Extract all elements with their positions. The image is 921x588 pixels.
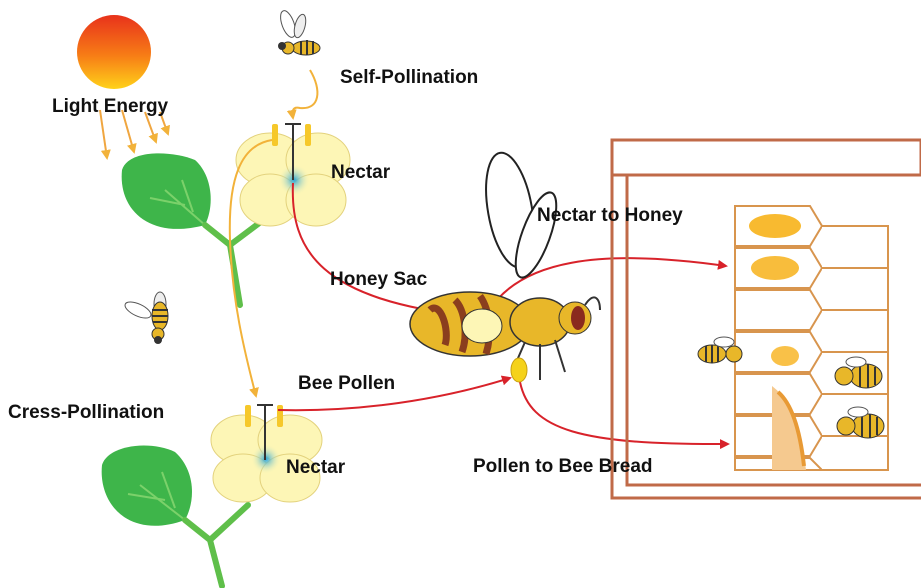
pollen-basket: [511, 358, 527, 382]
honey-bee-large: [410, 149, 600, 382]
label-nectar-top: Nectar: [331, 163, 390, 182]
label-pollen-to-bee-bread: Pollen to Bee Bread: [473, 457, 653, 476]
bee-icon-top: [278, 9, 320, 55]
bottom-flower: [211, 405, 322, 502]
label-light-energy: Light Energy: [52, 97, 168, 116]
label-self-pollination: Self-Pollination: [340, 68, 478, 87]
sun-icon: [77, 15, 151, 89]
label-cross-pollination: Cress-Pollination: [8, 403, 164, 422]
label-honey-sac: Honey Sac: [330, 270, 427, 289]
bottom-stem: [185, 505, 248, 586]
label-nectar-to-honey: Nectar to Honey: [537, 206, 683, 225]
label-bee-pollen: Bee Pollen: [298, 374, 395, 393]
label-nectar-bottom: Nectar: [286, 458, 345, 477]
bee-icon-left: [123, 292, 168, 344]
top-stem: [205, 215, 270, 305]
honey-sac: [462, 309, 502, 343]
light-rays: [100, 110, 168, 158]
